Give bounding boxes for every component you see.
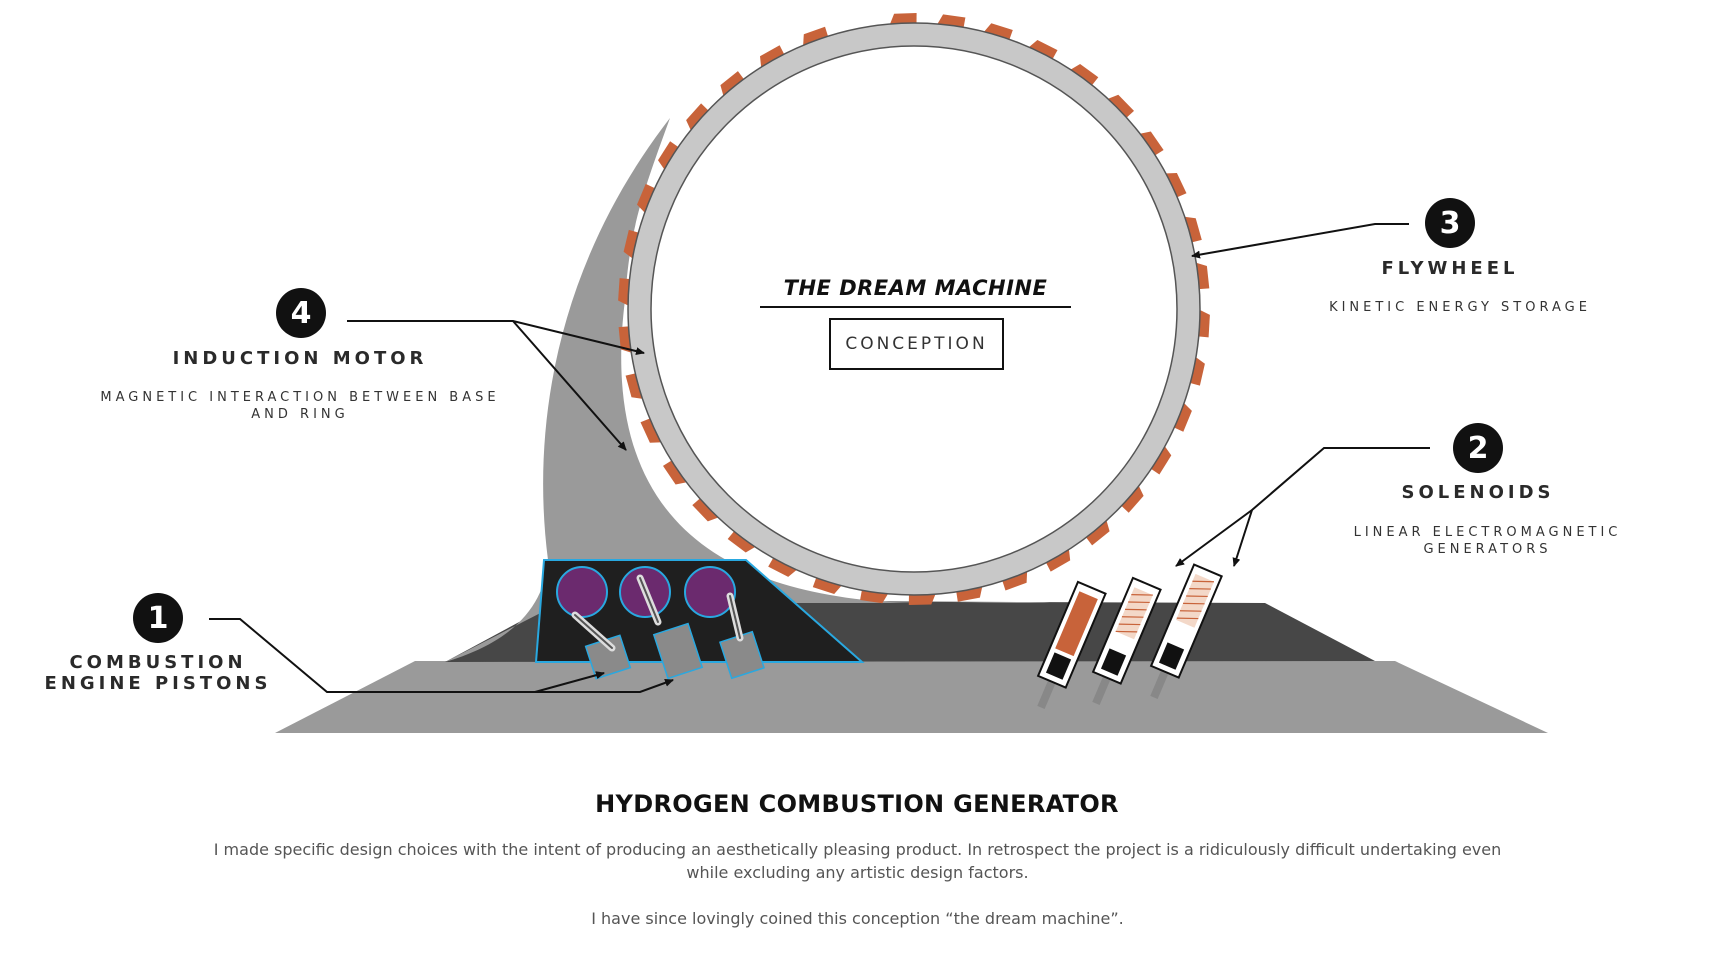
engine-cylinders <box>556 566 736 618</box>
leader-line-pistons-2 <box>534 671 605 693</box>
footer-paragraph-1-line-2: while excluding any artistic design fact… <box>686 863 1029 882</box>
pistons-title-line-2: ENGINE PISTONS <box>44 673 272 694</box>
pistons-title-line-1: COMBUSTION <box>69 652 247 673</box>
magnet-segment <box>1068 64 1099 87</box>
piston-rod <box>729 595 741 639</box>
solenoids-title: SOLENOIDS <box>1401 482 1555 503</box>
footer-heading: HYDROGEN COMBUSTION GENERATOR <box>595 790 1119 818</box>
flywheel-subtitle: KINETIC ENERGY STORAGE <box>1329 300 1591 315</box>
cylinder <box>556 566 608 618</box>
induction-motor-title: INDUCTION MOTOR <box>172 348 428 369</box>
magnet-segment <box>623 229 641 260</box>
leader-line-flywheel <box>1191 223 1409 259</box>
callout-badge-3: 3 <box>1425 198 1475 248</box>
callout-badge-2: 2 <box>1453 423 1503 473</box>
piston-rod <box>639 577 659 623</box>
piston-rod <box>574 614 613 649</box>
leader-line-solenoids-2 <box>1232 509 1253 567</box>
piston <box>652 622 704 680</box>
magnet-segment <box>686 103 710 133</box>
flywheel-title: FLYWHEEL <box>1381 258 1519 279</box>
solenoids-subtitle-line-1: LINEAR ELECTROMAGNETIC <box>1353 525 1622 540</box>
magnet-segment <box>1027 40 1058 61</box>
leader-line-pistons <box>209 618 674 693</box>
cylinder <box>684 566 736 618</box>
induction-motor-subtitle-line-1: MAGNETIC INTERACTION BETWEEN BASE <box>100 390 500 405</box>
conception-box: CONCEPTION <box>829 318 1004 370</box>
magnet-segment <box>768 556 799 577</box>
magnet-segment <box>982 23 1013 42</box>
magnet-segment <box>1188 355 1205 386</box>
diagram-title: THE DREAM MACHINE <box>783 276 1048 300</box>
magnet-segment <box>658 141 680 172</box>
leader-line-solenoids <box>1175 447 1430 567</box>
induction-motor-subtitle-line-2: AND RING <box>251 407 349 422</box>
piston <box>719 630 765 680</box>
magnet-segment <box>1172 401 1192 432</box>
magnet-segment <box>1084 518 1110 546</box>
footer-paragraph-2: I have since lovingly coined this concep… <box>591 909 1124 928</box>
solenoid <box>1091 576 1162 706</box>
base-platform <box>275 661 1548 733</box>
solenoids <box>1036 563 1223 710</box>
leader-line-induction-motor-2 <box>512 320 627 451</box>
solenoid <box>1149 563 1223 700</box>
solenoids-subtitle-line-2: GENERATORS <box>1423 542 1552 557</box>
callout-badge-4: 4 <box>276 288 326 338</box>
magnet-segment <box>663 459 689 485</box>
engine-pistons <box>571 574 765 680</box>
magnet-segment <box>692 497 721 522</box>
flywheel-inner <box>650 45 1178 573</box>
cradle-arm <box>445 118 1050 662</box>
callout-badge-1: 1 <box>133 593 183 643</box>
magnet-segment <box>812 575 843 594</box>
magnet-segment <box>720 71 746 98</box>
magnet-segment <box>1120 483 1144 513</box>
solenoid <box>1036 580 1107 710</box>
magnet-segment <box>727 529 758 553</box>
magnet-segment <box>1137 131 1164 157</box>
magnet-segment <box>637 183 657 215</box>
magnet-segment <box>1149 444 1172 475</box>
footer-paragraph-1-line-1: I made specific design choices with the … <box>213 840 1502 859</box>
magnet-segment <box>1105 94 1134 119</box>
